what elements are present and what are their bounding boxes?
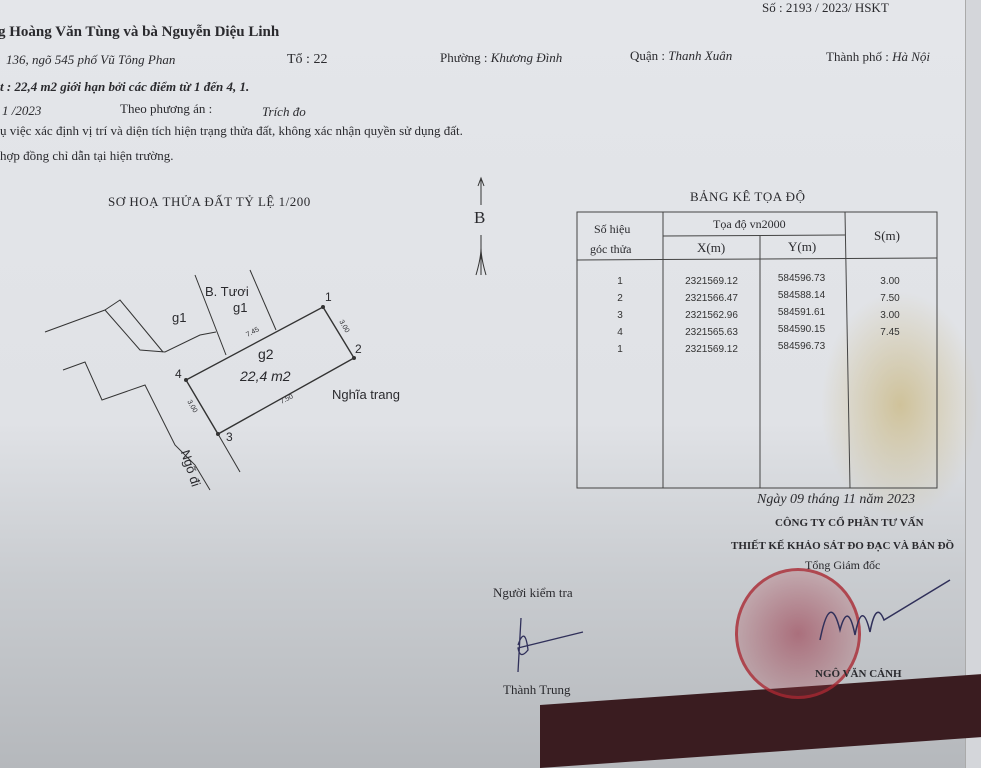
company-line-1: CÔNG TY CỔ PHẦN TƯ VẤN: [775, 517, 924, 529]
table-cell-y: 584591.61: [777, 307, 826, 318]
company-line-2: THIẾT KẾ KHẢO SÁT ĐO ĐẠC VÀ BẢN ĐỒ: [731, 540, 955, 552]
quan: Quận : Thanh Xuân: [630, 48, 732, 64]
north-arrow-tail: [475, 235, 487, 276]
table-title: BẢNG KÊ TỌA ĐỘ: [690, 189, 806, 204]
neighbor-boundary: [62, 361, 211, 491]
point-3: 3: [226, 430, 233, 444]
address: 136, ngõ 545 phố Vũ Tông Phan: [6, 52, 176, 67]
label-g1-right: g1: [233, 300, 248, 315]
table-cell-y: 584588.14: [777, 290, 826, 301]
thanhpho: Thành phố : Hà Nội: [826, 49, 930, 65]
quan-label: Quận :: [630, 48, 669, 63]
header-x: X(m): [697, 240, 726, 255]
table-cell-s: 7.45: [880, 327, 900, 338]
neighbor-boundary: [194, 274, 227, 356]
note-1: ụ việc xác định vị trí và diện tích hiện…: [0, 123, 463, 138]
date-partial: 1 /2023: [2, 103, 42, 118]
north-arrow-head: [477, 176, 485, 187]
area-line: t : 22,4 m2 giới hạn bởi các điểm từ 1 đ…: [0, 79, 250, 94]
table-border: [576, 211, 938, 489]
table-cell-x: 2321562.96: [685, 310, 738, 321]
table-cell-s: 3.00: [880, 310, 900, 321]
point-4: 4: [175, 367, 182, 381]
table-cell-x: 2321565.63: [685, 327, 738, 338]
label-g2: g2: [258, 346, 274, 362]
to-label: Tổ : 22: [287, 52, 328, 67]
table-cell-p: 2: [617, 293, 623, 304]
table-cell-s: 7.50: [880, 293, 900, 304]
director-name: NGÔ VĂN CẢNH: [815, 668, 902, 680]
point-2: 2: [355, 342, 362, 356]
neighbor-boundary: [249, 269, 277, 331]
table-cell-x: 2321569.12: [685, 276, 738, 287]
phuong: Phường : Khương Đình: [440, 50, 562, 66]
table-cell-x: 2321569.12: [685, 344, 738, 355]
note-2: hợp đồng chỉ dẫn tại hiện trường.: [0, 148, 174, 163]
quan-value: Thanh Xuân: [668, 48, 733, 63]
phuong-label: Phường :: [440, 50, 491, 65]
sketch-title: SƠ HOẠ THỬA ĐẤT TỶ LỆ 1/200: [108, 194, 311, 209]
neighbor-boundary: [44, 309, 217, 353]
phuong-value: Khương Đình: [490, 50, 563, 65]
point-1: 1: [325, 290, 332, 304]
table-cell-y: 584596.73: [777, 341, 826, 352]
document-number: Số : 2193 / 2023/ HSKT: [762, 0, 889, 15]
label-b-tuoi: B. Tươi: [205, 284, 249, 299]
table-cell-p: 1: [617, 276, 623, 287]
table-cell-y: 584596.73: [777, 273, 826, 284]
company-seal: [735, 568, 861, 699]
table-cell-p: 4: [617, 327, 623, 338]
checker-name: Thành Trung: [503, 682, 571, 697]
signature-date: Ngày 09 tháng 11 năm 2023: [757, 492, 916, 507]
method-value: Trích đo: [262, 104, 306, 119]
table-cell-p: 3: [617, 310, 623, 321]
table-cell-y: 584590.15: [777, 324, 826, 335]
label-nghia-trang: Nghĩa trang: [332, 387, 400, 402]
label-g1-left: g1: [172, 310, 187, 325]
thanhpho-label: Thành phố :: [826, 49, 893, 64]
alley-boundary: [217, 433, 241, 473]
north-label: B: [474, 208, 486, 227]
checker-title: Người kiểm tra: [493, 585, 573, 600]
header-point: Số hiệu: [594, 222, 631, 236]
header-s: S(m): [874, 228, 900, 243]
table-cell-p: 1: [617, 344, 623, 355]
owners: g Hoàng Văn Tùng và bà Nguyễn Diệu Linh: [0, 24, 280, 40]
neighbor-boundary: [104, 299, 164, 353]
director-title: Tổng Giám đốc: [805, 558, 881, 572]
table-cell-x: 2321566.47: [685, 293, 738, 304]
header-point-2: góc thửa: [590, 242, 632, 256]
header-coord: Tọa độ vn2000: [713, 217, 786, 231]
thanhpho-value: Hà Nội: [892, 49, 930, 64]
table-cell-s: 3.00: [880, 276, 900, 287]
header-y: Y(m): [788, 239, 817, 254]
method-label: Theo phương án :: [120, 101, 213, 116]
label-area: 22,4 m2: [240, 368, 291, 384]
